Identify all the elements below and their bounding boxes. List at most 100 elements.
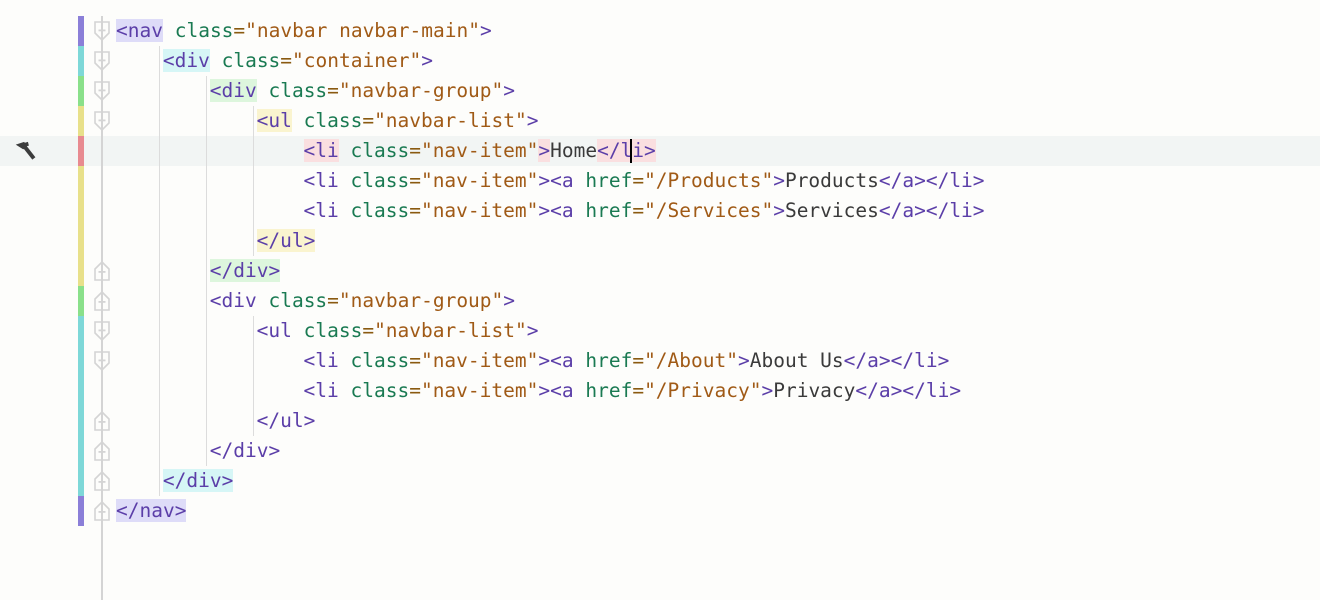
code-line[interactable]: </ul> [0, 226, 1320, 256]
code-token: class [268, 289, 328, 312]
code-token: = [632, 349, 645, 372]
code-token: </div> [209, 439, 281, 462]
code-token: "nav-item" [420, 349, 539, 372]
code-line-text: <div class="container"> [162, 46, 433, 76]
code-line[interactable]: <div class="container"> [0, 46, 1320, 76]
code-line-text: <li class="nav-item"><a href="/Privacy">… [304, 376, 962, 406]
fold-toggle-up[interactable] [93, 290, 111, 312]
code-token: </ul> [256, 409, 316, 432]
code-token: = [409, 379, 421, 402]
code-line[interactable]: </div> [0, 256, 1320, 286]
code-token: > [526, 109, 539, 132]
indent-depth-segment [78, 196, 84, 226]
code-token: "navbar-group" [338, 79, 504, 102]
indent-guide-line [205, 76, 207, 286]
code-line-text: <li class="nav-item">Home</li> [303, 136, 656, 166]
code-token [339, 349, 351, 372]
hammer-icon[interactable] [12, 139, 42, 169]
indent-depth-segment [78, 316, 84, 346]
code-line[interactable]: <nav class="navbar navbar-main"> [0, 16, 1320, 46]
code-token: <li [303, 379, 339, 402]
code-token-highlighted: <nav [116, 19, 163, 42]
code-token: > [773, 199, 785, 222]
code-line[interactable]: <li class="nav-item"><a href="/Products"… [0, 166, 1320, 196]
fold-toggle-down[interactable] [93, 20, 111, 42]
indent-depth-segment [78, 76, 84, 106]
code-token: href [585, 169, 633, 192]
code-token: <ul [256, 319, 292, 342]
code-token: "nav-item" [420, 169, 539, 192]
fold-toggle-down[interactable] [93, 320, 111, 342]
code-line[interactable]: <li class="nav-item"><a href="/About">Ab… [0, 346, 1320, 376]
code-token-highlighted: <div [209, 79, 257, 102]
code-line[interactable]: </div> [0, 436, 1320, 466]
code-line[interactable]: <li class="nav-item">Home</li> [0, 136, 1320, 166]
code-line[interactable]: <ul class="navbar-list"> [0, 106, 1320, 136]
code-token [292, 319, 304, 342]
code-token: class [350, 169, 410, 192]
code-token-highlighted: <div [162, 49, 210, 72]
code-token: </a></li> [855, 379, 962, 402]
code-token: ><a [538, 349, 574, 372]
code-token: > [421, 49, 433, 72]
code-token: = [280, 49, 293, 72]
code-token: = [233, 19, 246, 42]
code-token [339, 199, 351, 222]
fold-toggle-up[interactable] [93, 260, 111, 282]
code-line-text: </ul> [256, 226, 316, 256]
code-token-highlighted: </li [597, 139, 645, 162]
indent-depth-segment [78, 376, 84, 406]
code-token: > [761, 379, 774, 402]
fold-toggle-down[interactable] [93, 350, 111, 372]
code-line[interactable]: <div class="navbar-group"> [0, 286, 1320, 316]
code-line-text: <div class="navbar-group"> [209, 76, 516, 106]
code-line-text: <li class="nav-item"><a href="/Services"… [304, 196, 985, 226]
fold-toggle-up[interactable] [93, 440, 111, 462]
code-token: > [773, 169, 785, 192]
fold-connector-line [101, 16, 103, 600]
code-line-text: <ul class="navbar-list"> [256, 106, 539, 136]
fold-marker-column[interactable] [93, 0, 111, 600]
code-token: > [503, 289, 516, 312]
code-token: </a></li> [843, 349, 950, 372]
code-line[interactable]: </nav> [0, 496, 1320, 526]
indent-guide-line [252, 316, 254, 436]
fold-toggle-up[interactable] [93, 410, 111, 432]
fold-toggle-down[interactable] [93, 80, 111, 102]
code-line-text: </div> [209, 256, 281, 286]
code-token: = [362, 109, 375, 132]
indent-depth-segment [78, 16, 84, 46]
indent-guide-line [252, 106, 254, 256]
fold-toggle-down[interactable] [93, 110, 111, 132]
code-token-highlighted: <ul [256, 109, 292, 132]
indent-depth-segment [78, 226, 84, 256]
code-token: href [585, 349, 633, 372]
code-token: > [503, 79, 516, 102]
code-token: "/Privacy" [644, 379, 762, 402]
code-line[interactable]: <li class="nav-item"><a href="/Services"… [0, 196, 1320, 226]
code-token: Privacy [773, 379, 856, 402]
code-line-text: <nav class="navbar navbar-main"> [116, 16, 492, 46]
indent-depth-segment [78, 46, 84, 76]
code-token-highlighted: > [538, 139, 551, 162]
code-line[interactable]: <li class="nav-item"><a href="/Privacy">… [0, 376, 1320, 406]
code-line[interactable]: <ul class="navbar-list"> [0, 316, 1320, 346]
code-line[interactable]: </div> [0, 466, 1320, 496]
code-line[interactable]: </ul> [0, 406, 1320, 436]
indent-depth-segment [78, 346, 84, 376]
editor-gutter[interactable] [0, 0, 100, 600]
indent-depth-segment [78, 406, 84, 436]
fold-toggle-up[interactable] [93, 470, 111, 492]
code-line[interactable]: <div class="navbar-group"> [0, 76, 1320, 106]
code-token [574, 379, 586, 402]
code-token [163, 19, 175, 42]
code-line-text: </ul> [257, 406, 316, 436]
fold-toggle-up[interactable] [93, 500, 111, 522]
code-token [257, 79, 269, 102]
code-token: Products [784, 169, 879, 192]
code-token: </a></li> [878, 169, 985, 192]
fold-toggle-down[interactable] [93, 50, 111, 72]
code-token [292, 109, 304, 132]
